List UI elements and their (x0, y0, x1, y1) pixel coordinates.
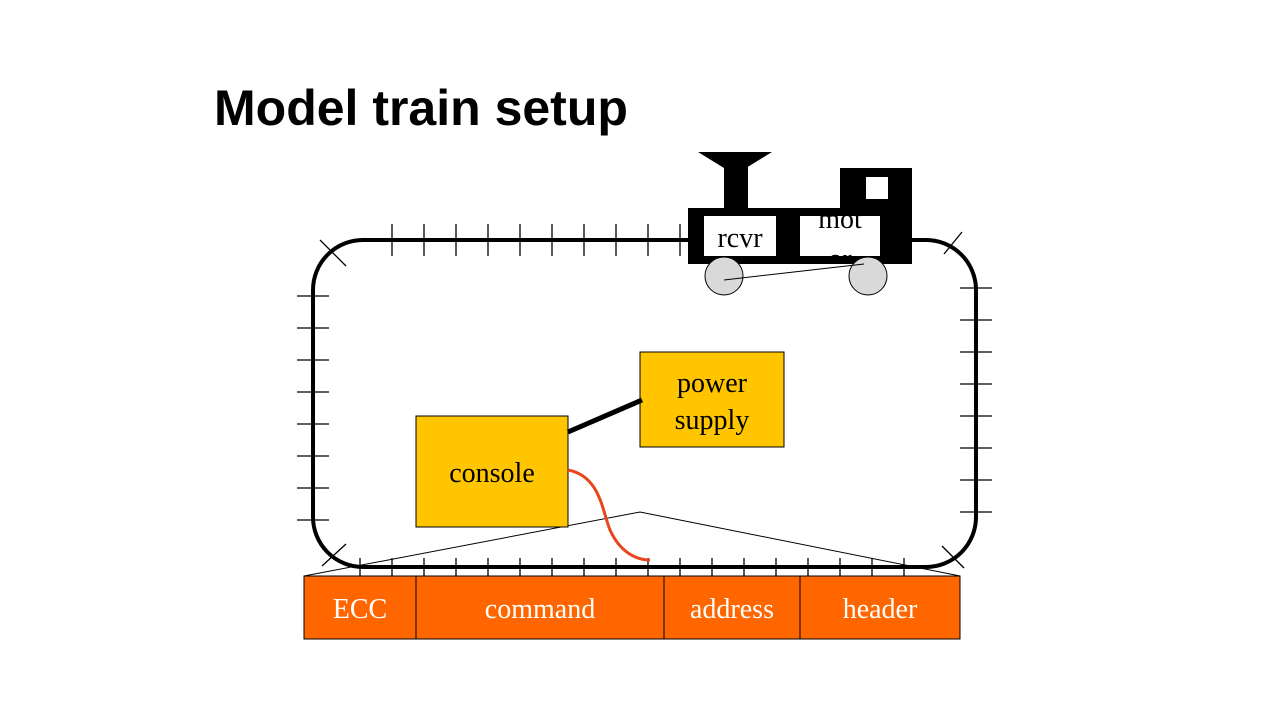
packet-field-address (663, 575, 801, 640)
power-supply-label-line2: supply (675, 405, 750, 436)
motor-label-line2: or (828, 244, 852, 275)
locomotive: rcvr mot or (688, 152, 912, 296)
packet-field-header-label: header (843, 594, 918, 625)
motor-label-line1: mot (818, 204, 862, 235)
track-cable (567, 468, 651, 562)
packet-field-ecc-label: ECC (333, 594, 387, 625)
smokestack-funnel (698, 152, 772, 168)
power-cable (567, 397, 643, 435)
cab-window (866, 177, 888, 199)
power-supply-label-line1: power (677, 368, 748, 399)
track-ties (297, 224, 992, 576)
power-supply-box (639, 351, 785, 448)
packet-field-ecc (303, 575, 417, 640)
console-label: console (449, 458, 535, 489)
packet-field-command-label: command (485, 594, 595, 625)
receiver-box (704, 216, 776, 256)
track-loop (311, 238, 978, 569)
packet-callout-lines (303, 511, 961, 577)
motor-box (800, 216, 880, 256)
slide-title: Model train setup (214, 80, 628, 136)
packet-field-header (799, 575, 961, 640)
packet-field-address-label: address (690, 594, 774, 625)
smokestack (724, 166, 748, 210)
packet-bar: ECC command address header (303, 575, 961, 640)
console-box (415, 415, 569, 528)
wheel-coupling-rod (723, 263, 865, 281)
wheel-rear (848, 256, 888, 296)
receiver-label: rcvr (717, 223, 763, 254)
wheel-front (704, 256, 744, 296)
